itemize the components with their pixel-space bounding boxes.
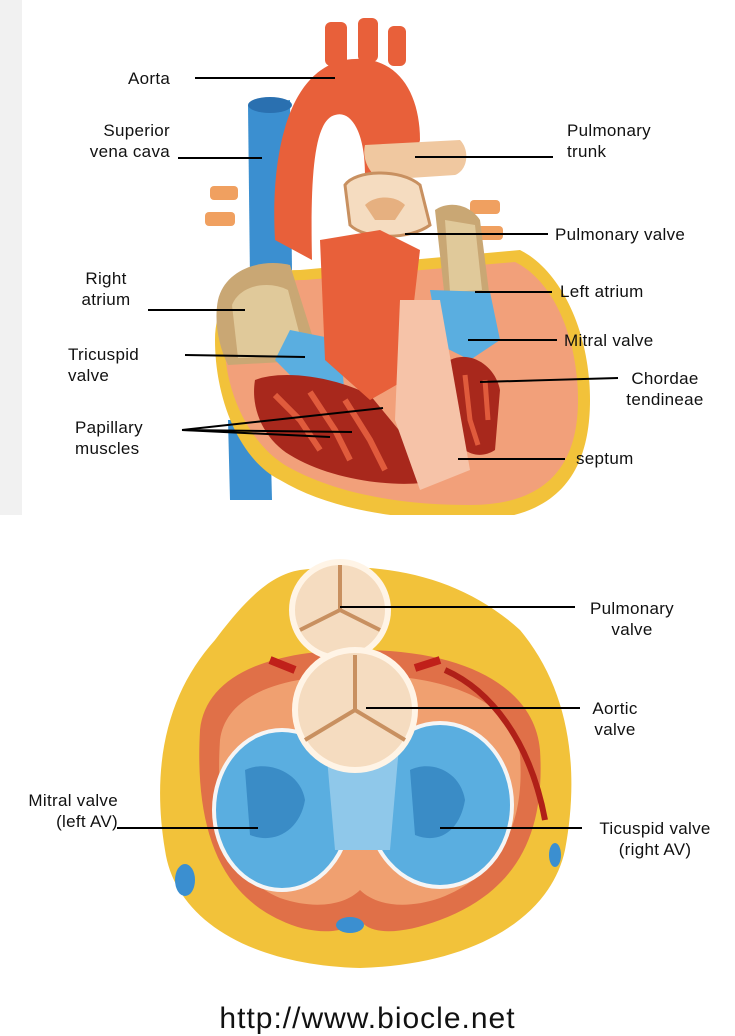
label-right-atrium-line2: atrium	[66, 289, 146, 310]
label-aortic-valve-line1: Aortic	[570, 698, 660, 719]
label-pulmonary-trunk-line1: Pulmonary	[567, 120, 651, 141]
label-tricuspid-valve-b-line2: (right AV)	[580, 839, 730, 860]
label-superior-vena-cava-line2: vena cava	[60, 141, 170, 162]
label-aorta: Aorta	[128, 68, 170, 89]
label-mitral-valve: Mitral valve	[564, 330, 654, 351]
label-pulmonary-valve-b-line1: Pulmonary	[572, 598, 692, 619]
label-papillary-muscles-line1: Papillary	[75, 417, 143, 438]
label-superior-vena-cava: Superior vena cava	[60, 120, 170, 162]
label-tricuspid-valve-b: Ticuspid valve (right AV)	[580, 818, 730, 860]
label-pulmonary-valve-b: Pulmonary valve	[572, 598, 692, 640]
label-left-atrium: Left atrium	[560, 281, 644, 302]
label-aortic-valve: Aortic valve	[570, 698, 660, 740]
label-pulmonary-trunk-line2: trunk	[567, 141, 651, 162]
label-tricuspid-valve-b-line1: Ticuspid valve	[580, 818, 730, 839]
label-tricuspid-valve: Tricuspid valve	[68, 344, 139, 386]
label-chordae-tendineae-line1: Chordae	[615, 368, 715, 389]
label-aortic-valve-line2: valve	[570, 719, 660, 740]
label-chordae-tendineae-line2: tendineae	[615, 389, 715, 410]
label-papillary-muscles-line2: muscles	[75, 438, 143, 459]
label-right-atrium: Right atrium	[66, 268, 146, 310]
label-pulmonary-trunk: Pulmonary trunk	[567, 120, 651, 162]
bottom-panel-canvas	[0, 515, 735, 1023]
footer-url: http://www.biocle.net	[0, 1002, 735, 1036]
label-pulmonary-valve-b-line2: valve	[572, 619, 692, 640]
label-tricuspid-valve-line2: valve	[68, 365, 139, 386]
label-chordae-tendineae: Chordae tendineae	[615, 368, 715, 410]
label-mitral-valve-b: Mitral valve (left AV)	[6, 790, 118, 832]
label-mitral-valve-b-line1: Mitral valve	[6, 790, 118, 811]
label-superior-vena-cava-line1: Superior	[60, 120, 170, 141]
label-pulmonary-valve: Pulmonary valve	[555, 224, 685, 245]
label-septum: septum	[576, 448, 634, 469]
label-right-atrium-line1: Right	[66, 268, 146, 289]
label-mitral-valve-b-line2: (left AV)	[6, 811, 118, 832]
label-papillary-muscles: Papillary muscles	[75, 417, 143, 459]
label-tricuspid-valve-line1: Tricuspid	[68, 344, 139, 365]
